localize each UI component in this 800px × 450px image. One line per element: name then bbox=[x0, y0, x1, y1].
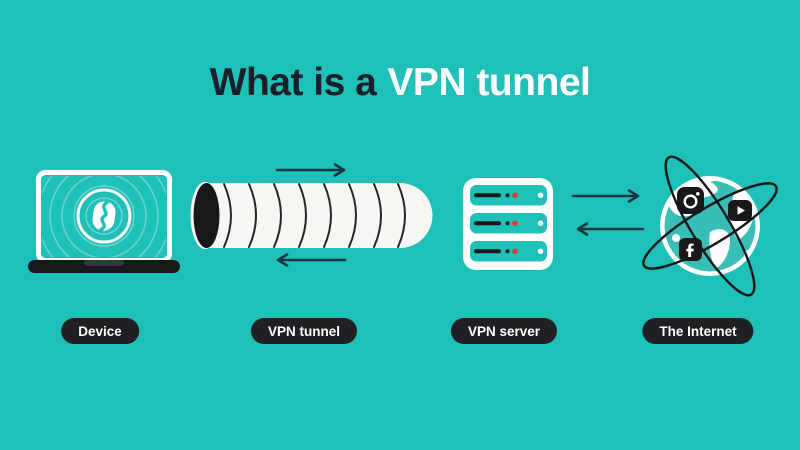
internet-to-server-arrow-left-icon bbox=[576, 222, 645, 236]
vpn-tunnel-label: VPN tunnel bbox=[267, 323, 341, 339]
vpn-server-label: VPN server bbox=[467, 323, 541, 339]
tunnel-ribs bbox=[223, 183, 406, 248]
vpn-tunnel-label-badge: VPN tunnel bbox=[250, 318, 358, 344]
title-highlight-text: VPN tunnel bbox=[387, 61, 591, 104]
vpn-tunnel-illustration bbox=[190, 158, 440, 279]
surfshark-logo-icon bbox=[92, 200, 116, 232]
device-label-badge: Device bbox=[61, 318, 139, 344]
tunnel-body bbox=[205, 183, 433, 248]
tunnel-inbound-arrow-left-icon bbox=[276, 253, 347, 267]
screen-ripple-circles bbox=[42, 176, 166, 257]
youtube-icon bbox=[728, 200, 752, 221]
logo-ring bbox=[76, 188, 132, 244]
facebook-icon bbox=[679, 238, 702, 261]
device-illustration bbox=[28, 170, 180, 279]
laptop-icon bbox=[28, 170, 180, 273]
tunnel-icon bbox=[190, 182, 433, 249]
instagram-icon bbox=[677, 187, 704, 214]
tunnel-opening bbox=[193, 183, 220, 248]
server-icon bbox=[463, 178, 553, 270]
server-unit bbox=[470, 213, 547, 234]
internet-label: The Internet bbox=[659, 323, 737, 339]
laptop-base-notch bbox=[84, 260, 124, 266]
internet-illustration bbox=[630, 138, 790, 317]
title-dark-text: What is a bbox=[209, 61, 377, 104]
vpn-server-label-badge: VPN server bbox=[450, 318, 558, 344]
internet-label-badge: The Internet bbox=[642, 318, 754, 344]
vpn-server-illustration bbox=[462, 177, 554, 276]
server-unit bbox=[470, 241, 547, 262]
server-unit bbox=[470, 185, 547, 206]
laptop-base bbox=[28, 260, 180, 273]
page-title: What is a VPN tunnel bbox=[0, 61, 800, 105]
tunnel-outbound-arrow-right-icon bbox=[275, 163, 346, 177]
device-label: Device bbox=[78, 323, 122, 339]
globe-icon bbox=[642, 155, 778, 297]
server-to-internet-arrow-right-icon bbox=[571, 189, 640, 203]
